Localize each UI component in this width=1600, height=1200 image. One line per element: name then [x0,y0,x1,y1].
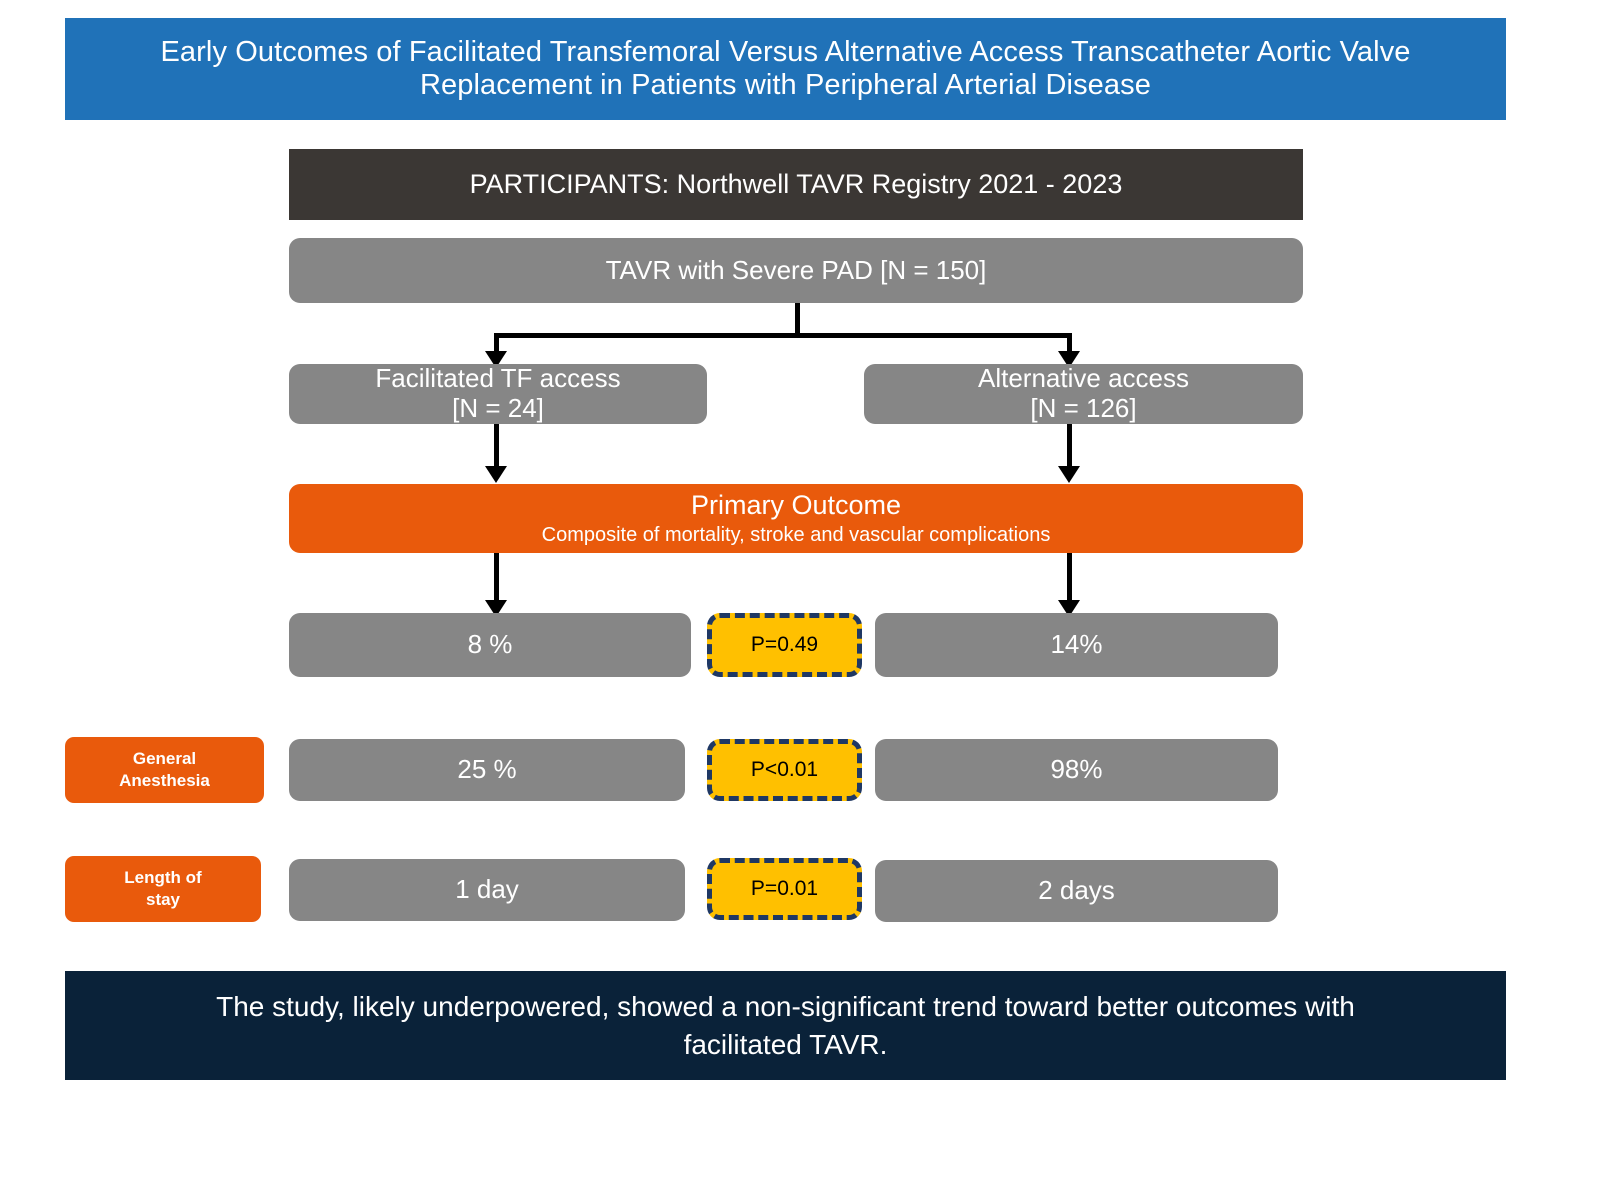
poster-title-bar: Early Outcomes of Facilitated Transfemor… [65,18,1506,120]
result-row-1-left-value: 25 % [457,754,517,785]
result-row-2-pvalue-box: P=0.01 [707,858,862,920]
conclusion-line-2: facilitated TAVR. [683,1028,888,1060]
result-row-2-left-value: 1 day [455,874,519,905]
result-row-1-label-box: General Anesthesia [65,737,264,803]
connector-left-to-outcome [494,424,499,471]
result-row-0-right-value: 14% [1050,629,1103,660]
cohort-box: TAVR with Severe PAD [N = 150] [289,238,1303,303]
result-row-1-label-line-1: General [132,748,197,768]
connector-outcome-to-left-result [494,553,499,605]
arrowhead-right-arm [1058,351,1080,368]
conclusion-line-1: The study, likely underpowered, showed a… [216,990,1355,1022]
cohort-label: TAVR with Severe PAD [N = 150] [605,254,987,285]
result-row-2-label-box: Length of stay [65,856,261,922]
result-row-1-right-value-box: 98% [875,739,1278,801]
result-row-0-pvalue-box: P=0.49 [707,613,862,677]
arrowhead-left-to-outcome [485,466,507,483]
result-row-2-label-line-2: stay [145,890,181,909]
result-row-1-left-value-box: 25 % [289,739,685,801]
poster-title-line-2: Replacement in Patients with Peripheral … [420,69,1151,101]
result-row-1-pvalue: P<0.01 [750,757,819,781]
primary-outcome-subtitle: Composite of mortality, stroke and vascu… [541,524,1051,547]
result-row-2-left-value-box: 1 day [289,859,685,921]
connector-cohort-crossbar [494,333,1072,338]
arm-right-name: Alternative access [978,363,1189,394]
primary-outcome-bar: Primary Outcome Composite of mortality, … [289,484,1303,553]
result-row-0-right-value-box: 14% [875,613,1278,677]
participants-bar: PARTICIPANTS: Northwell TAVR Registry 20… [289,149,1303,220]
connector-outcome-to-right-result [1067,553,1072,605]
arrowhead-outcome-to-left-result [485,600,507,617]
arrowhead-outcome-to-right-result [1058,600,1080,617]
result-row-0-left-value: 8 % [467,629,513,660]
result-row-2-right-value: 2 days [1038,875,1115,906]
poster-title-line-1: Early Outcomes of Facilitated Transfemor… [160,35,1411,68]
arrowhead-left-arm [485,351,507,368]
participants-label: PARTICIPANTS: Northwell TAVR Registry 20… [469,168,1123,199]
result-row-1-pvalue-box: P<0.01 [707,739,862,801]
conclusion-bar: The study, likely underpowered, showed a… [65,971,1506,1080]
result-row-0-pvalue: P=0.49 [750,632,819,656]
connector-right-to-outcome [1067,424,1072,471]
result-row-1-label-line-2: Anesthesia [119,771,210,790]
primary-outcome-title: Primary Outcome [690,489,902,520]
connector-right-arm-drop [1067,333,1072,354]
connector-left-arm-drop [494,333,499,354]
connector-cohort-stem [795,303,800,336]
arm-box-facilitated-tf: Facilitated TF access [N = 24] [289,363,707,424]
result-row-1-right-value: 98% [1050,754,1103,785]
arm-box-alternative-access: Alternative access [N = 126] [864,363,1303,424]
result-row-2-pvalue: P=0.01 [750,876,819,900]
result-row-0-left-value-box: 8 % [289,613,691,677]
arm-right-n: [N = 126] [1030,393,1137,423]
result-row-2-label-line-1: Length of [124,867,202,887]
arm-left-n: [N = 24] [452,393,544,423]
arrowhead-right-to-outcome [1058,466,1080,483]
result-row-2-right-value-box: 2 days [875,860,1278,922]
arm-left-name: Facilitated TF access [375,363,621,394]
